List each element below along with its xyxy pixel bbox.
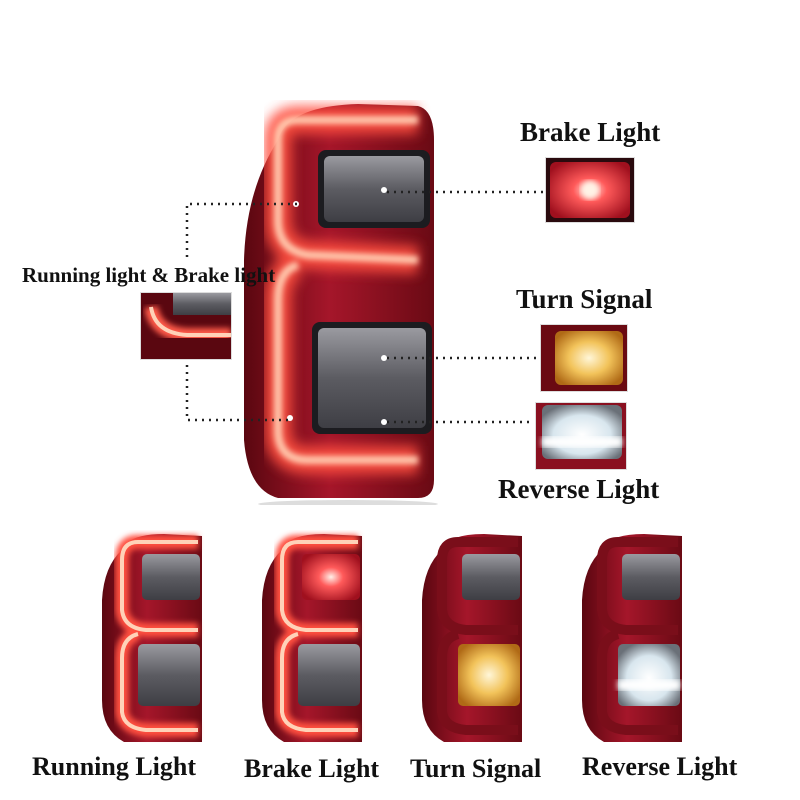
reverse-light-photo [535, 402, 627, 470]
lamp-turn [418, 530, 528, 745]
label-running-light: Running Light [32, 752, 197, 781]
callout-turn: Turn Signal [516, 284, 653, 314]
label-reverse-light: Reverse Light [582, 752, 738, 781]
taillight-image [238, 100, 438, 505]
label-brake-light: Brake Light [244, 754, 380, 783]
turn-signal-photo [540, 324, 628, 392]
label-turn-signal: Turn Signal [410, 754, 542, 783]
brake-light-photo [545, 157, 635, 223]
lamp-reverse [578, 530, 688, 745]
callout-brake: Brake Light [520, 117, 661, 147]
lamp-brake [258, 530, 368, 745]
callout-running-brake: Running light & Brake light [22, 263, 276, 287]
callout-reverse: Reverse Light [498, 474, 660, 504]
lamp-running [98, 530, 208, 745]
running-light-photo [140, 292, 232, 360]
